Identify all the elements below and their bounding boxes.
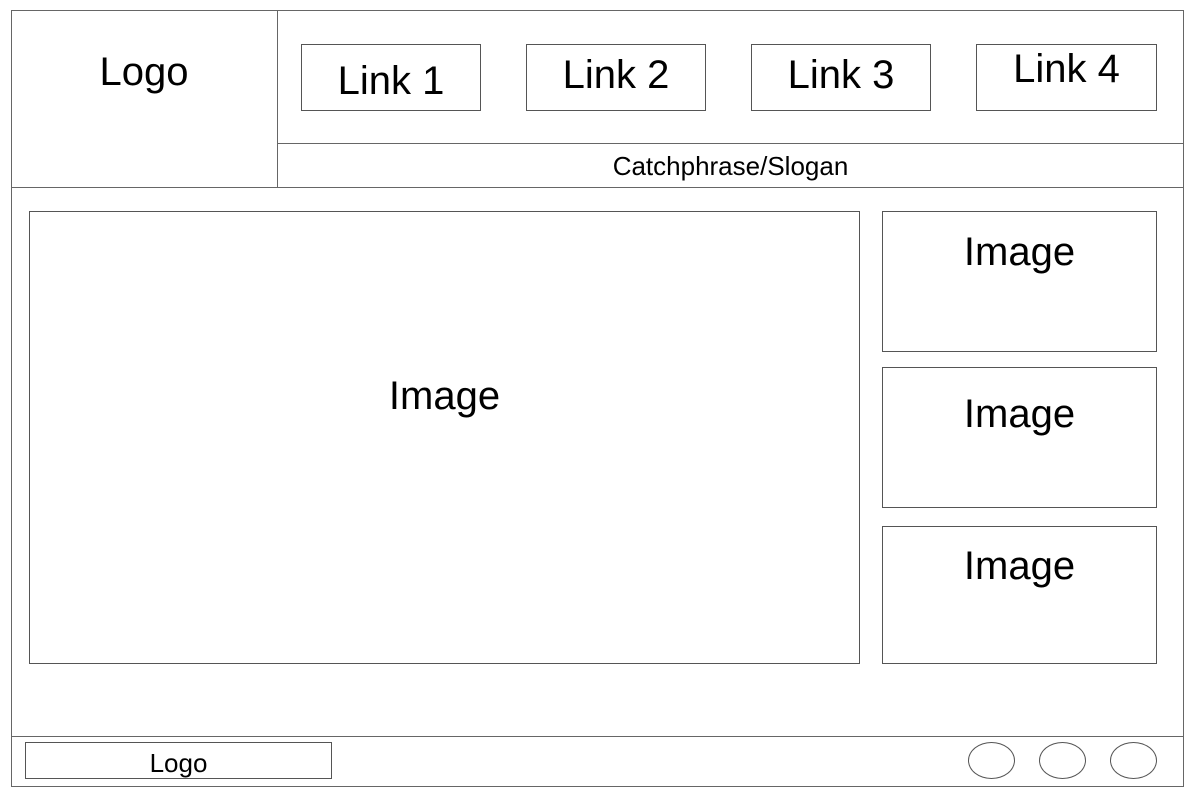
side-image-placeholder: Image xyxy=(882,367,1157,508)
header-divider-vertical xyxy=(277,10,278,188)
hero-image-label: Image xyxy=(388,374,501,418)
footer-logo-label: Logo xyxy=(149,748,208,778)
nav-link-3[interactable]: Link 3 xyxy=(751,44,931,111)
nav-divider xyxy=(277,143,1184,144)
side-image-label: Image xyxy=(963,392,1076,436)
side-image-placeholder: Image xyxy=(882,211,1157,352)
slogan: Catchphrase/Slogan xyxy=(612,151,849,181)
header-divider-bottom xyxy=(11,187,1184,188)
hero-image-placeholder: Image xyxy=(29,211,860,664)
side-image-placeholder: Image xyxy=(882,526,1157,664)
nav-link-4[interactable]: Link 4 xyxy=(976,44,1157,111)
circle-icon[interactable] xyxy=(1039,742,1086,779)
footer-logo[interactable]: Logo xyxy=(25,742,332,779)
circle-icon[interactable] xyxy=(1110,742,1157,779)
nav-link-label: Link 2 xyxy=(562,53,670,97)
side-image-label: Image xyxy=(963,230,1076,274)
side-image-label: Image xyxy=(963,544,1076,588)
nav-link-1[interactable]: Link 1 xyxy=(301,44,481,111)
nav-link-label: Link 3 xyxy=(787,53,895,97)
nav-link-2[interactable]: Link 2 xyxy=(526,44,706,111)
circle-icon[interactable] xyxy=(968,742,1015,779)
nav-link-label: Link 1 xyxy=(337,59,445,103)
header-logo[interactable]: Logo xyxy=(99,50,189,94)
footer-divider xyxy=(11,736,1184,737)
nav-link-label: Link 4 xyxy=(1013,47,1120,91)
